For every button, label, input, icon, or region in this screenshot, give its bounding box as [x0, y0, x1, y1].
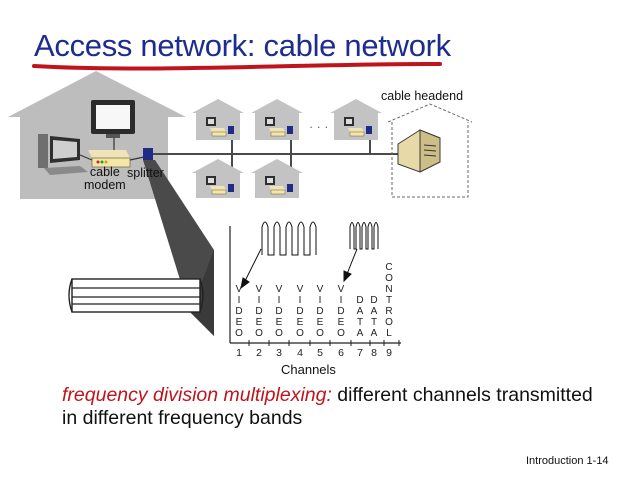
channel-number: 4: [297, 347, 303, 359]
cable-modem-icon: [88, 150, 131, 168]
channel-8-letter: T: [370, 317, 378, 328]
channel-9-letter: C: [385, 262, 393, 273]
caption-line2: in different frequency bands: [62, 407, 303, 429]
channel-2-letter: O: [255, 328, 263, 339]
channel-4-letter: E: [296, 317, 304, 328]
channel-axes: [229, 226, 401, 344]
channel-2-letter: V: [255, 284, 263, 295]
channel-8-letter: D: [370, 295, 378, 306]
channel-1-letter: E: [235, 317, 243, 328]
dots-label: · · ·: [309, 120, 329, 134]
channel-5-letter: D: [316, 306, 324, 317]
waveform-low: [261, 221, 317, 256]
channel-9-letter: R: [385, 306, 393, 317]
channel-4-letter: I: [298, 295, 302, 306]
channel-4-letter: O: [296, 328, 304, 339]
channel-6-letter: I: [339, 295, 343, 306]
channel-5-letter: I: [318, 295, 322, 306]
channel-9-letter: T: [385, 295, 393, 306]
channel-3-letter: E: [275, 317, 283, 328]
channel-7-letter: T: [356, 317, 364, 328]
neighbor-house-4: [192, 159, 244, 198]
channel-number: 1: [236, 347, 242, 359]
channel-9-letter: L: [386, 328, 392, 339]
splitter-icon: [143, 148, 153, 160]
channel-2-letter: I: [257, 295, 261, 306]
channel-5-letter: V: [316, 284, 324, 295]
channel-4-letter: V: [296, 284, 304, 295]
channel-1-letter: V: [235, 284, 243, 295]
channel-9-letter: N: [385, 284, 393, 295]
channel-6-letter: E: [337, 317, 345, 328]
channel-1-letter: I: [237, 295, 241, 306]
channel-4-letter: D: [296, 306, 304, 317]
axis-ticks: [248, 340, 400, 346]
slide-footer: Introduction 1-14: [526, 455, 609, 467]
channel-6-letter: D: [337, 306, 345, 317]
neighbor-house-5: [251, 159, 303, 198]
channel-number: 3: [276, 347, 282, 359]
channel-3-letter: O: [275, 328, 283, 339]
channel-5-letter: E: [316, 317, 324, 328]
channel-2-letter: E: [255, 317, 263, 328]
title-underline: [32, 61, 442, 71]
channel-7-letter: D: [356, 295, 364, 306]
channel-8-letter: A: [370, 306, 378, 317]
waveform-high: [349, 222, 379, 250]
channel-3-letter: D: [275, 306, 283, 317]
channel-number: 7: [357, 347, 363, 359]
tv-icon: [91, 100, 135, 138]
channel-6-letter: O: [337, 328, 345, 339]
caption-line1: different channels transmitted: [331, 384, 593, 406]
slide-title: Access network: cable network: [34, 28, 451, 63]
cable-modem-label: cable modem: [84, 165, 126, 192]
cmts-icon: [397, 129, 441, 173]
channel-arrows: [240, 248, 358, 290]
channel-number: 9: [386, 347, 392, 359]
neighbor-house-3: [330, 99, 382, 140]
channel-1-letter: D: [235, 306, 243, 317]
computer-icon: [38, 134, 88, 175]
channel-number: 5: [317, 347, 323, 359]
coax-cable-icon: [68, 250, 214, 336]
fdm-term: frequency division multiplexing:: [62, 384, 332, 406]
channel-8-letter: A: [370, 328, 378, 339]
channel-number: 2: [256, 347, 262, 359]
channel-2-letter: D: [255, 306, 263, 317]
channel-7-letter: A: [356, 306, 364, 317]
neighbor-house-2: [251, 99, 303, 140]
channel-6-letter: V: [337, 284, 345, 295]
channels-axis-label: Channels: [281, 362, 336, 377]
channel-5-letter: O: [316, 328, 324, 339]
channel-number: 6: [338, 347, 344, 359]
channel-3-letter: I: [277, 295, 281, 306]
channel-1-letter: O: [235, 328, 243, 339]
cable-headend-house: [387, 103, 473, 198]
cable-headend-label: cable headend: [381, 89, 464, 103]
channel-7-letter: A: [356, 328, 364, 339]
channel-3-letter: V: [275, 284, 283, 295]
channel-number: 8: [371, 347, 377, 359]
neighbor-house-1: [192, 99, 244, 140]
splitter-label: splitter: [127, 166, 164, 180]
fdm-caption: frequency division multiplexing: differe…: [62, 384, 593, 430]
channel-9-letter: O: [385, 273, 393, 284]
channel-9-letter: O: [385, 317, 393, 328]
